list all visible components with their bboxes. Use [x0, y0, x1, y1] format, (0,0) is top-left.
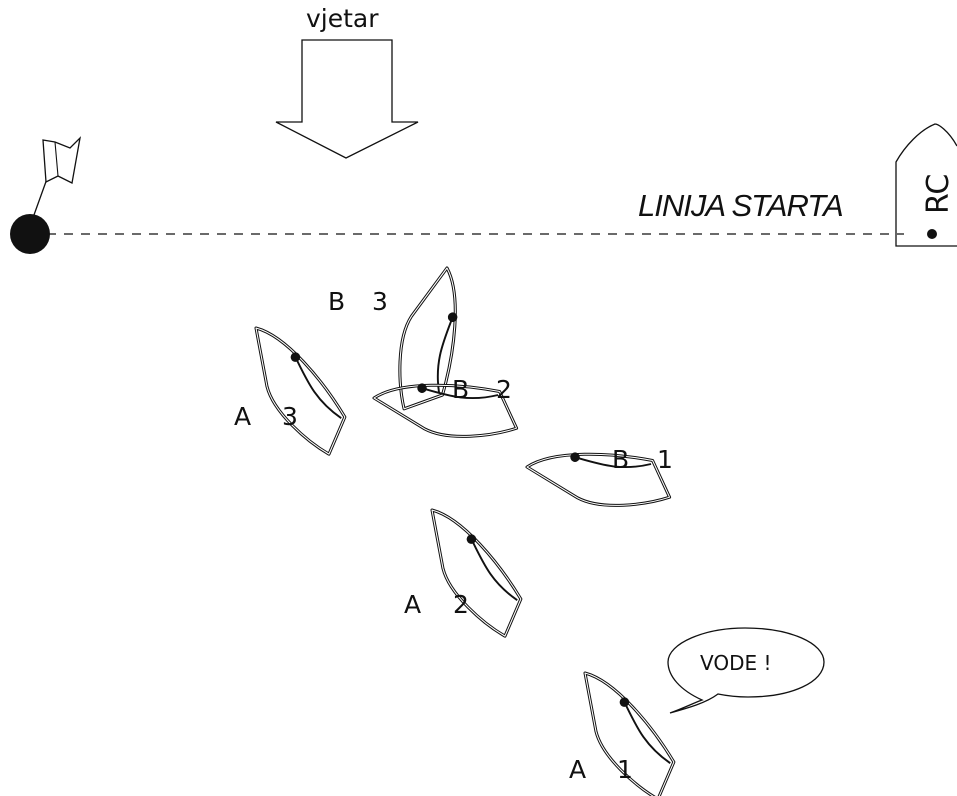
boat-number: 2 — [453, 590, 469, 619]
boat-number: 1 — [617, 755, 633, 784]
boat-letter: A — [569, 755, 586, 784]
boat-a2 — [423, 490, 532, 650]
wind-arrow — [275, 39, 419, 159]
boat-letter: A — [234, 402, 251, 431]
boat-number: 3 — [372, 287, 388, 316]
boat-label-a2: A 2 — [404, 590, 469, 619]
boat-letter: B — [328, 287, 345, 316]
boat-label-b1: B 1 — [612, 445, 673, 474]
boat-label-b2: B 2 — [452, 375, 512, 404]
pin-buoy — [10, 136, 82, 254]
boat-letter: B — [452, 375, 469, 404]
boat-number: 3 — [282, 402, 298, 431]
speech-bubble-text: VODE ! — [700, 651, 771, 675]
boat-letter: A — [404, 590, 421, 619]
boat-label-b3: B 3 — [328, 287, 388, 316]
wind-label: vjetar — [306, 4, 379, 33]
boat-label-a1: A 1 — [569, 755, 633, 784]
speech-bubble: VODE ! — [667, 627, 825, 714]
boat-number: 2 — [496, 375, 512, 404]
boat-label-a3: A 3 — [234, 402, 298, 431]
start-line-label: LINIJA STARTA — [638, 188, 843, 223]
boat-a3 — [247, 308, 356, 468]
committee-boat: RC — [895, 123, 957, 247]
committee-boat-label: RC — [921, 174, 956, 214]
boat-number: 1 — [657, 445, 673, 474]
boat-letter: B — [612, 445, 629, 474]
